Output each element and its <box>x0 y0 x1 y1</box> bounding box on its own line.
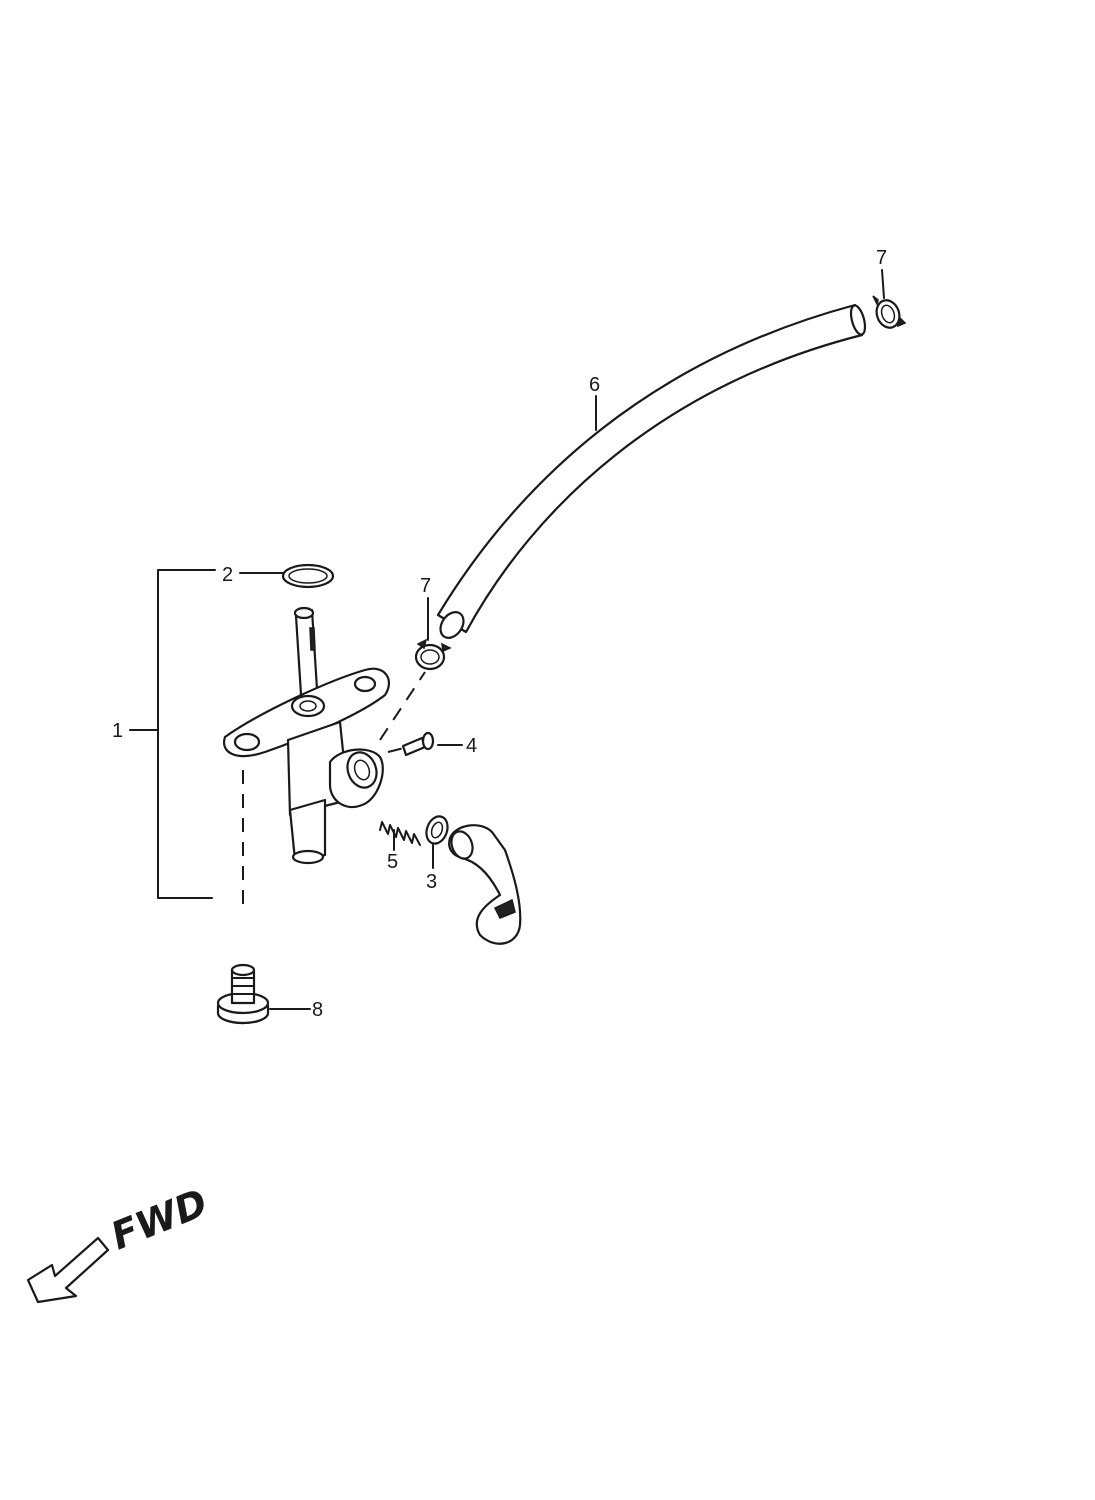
callout-1: 1 <box>112 720 123 742</box>
callout-4: 4 <box>466 735 477 757</box>
callout-3: 3 <box>426 871 437 893</box>
hose-clamp-top <box>872 295 907 329</box>
assembly-lines <box>242 671 426 905</box>
callout-6: 6 <box>589 374 600 396</box>
screw <box>401 731 435 757</box>
fuel-hose <box>436 303 867 639</box>
callout-labels: 1 2 3 4 5 6 7 7 8 <box>112 247 887 1021</box>
forward-direction-indicator: FWD <box>26 1180 214 1304</box>
assembly-bracket <box>129 569 216 899</box>
callout-5: 5 <box>387 851 398 873</box>
leader-lines <box>239 269 885 1010</box>
o-ring-gasket <box>281 563 335 589</box>
valve-lever <box>448 824 522 945</box>
callout-7-mid: 7 <box>420 575 431 597</box>
forward-label: FWD <box>105 1180 214 1258</box>
forward-arrow-icon <box>26 1236 110 1304</box>
callout-8: 8 <box>312 999 323 1021</box>
bolt <box>216 963 270 1025</box>
fuel-cock-body <box>222 606 390 865</box>
spring <box>379 821 421 846</box>
hose-clamp-mid <box>414 638 452 671</box>
callout-2: 2 <box>222 564 233 586</box>
callout-7-top: 7 <box>876 247 887 269</box>
o-ring-small <box>425 815 449 845</box>
